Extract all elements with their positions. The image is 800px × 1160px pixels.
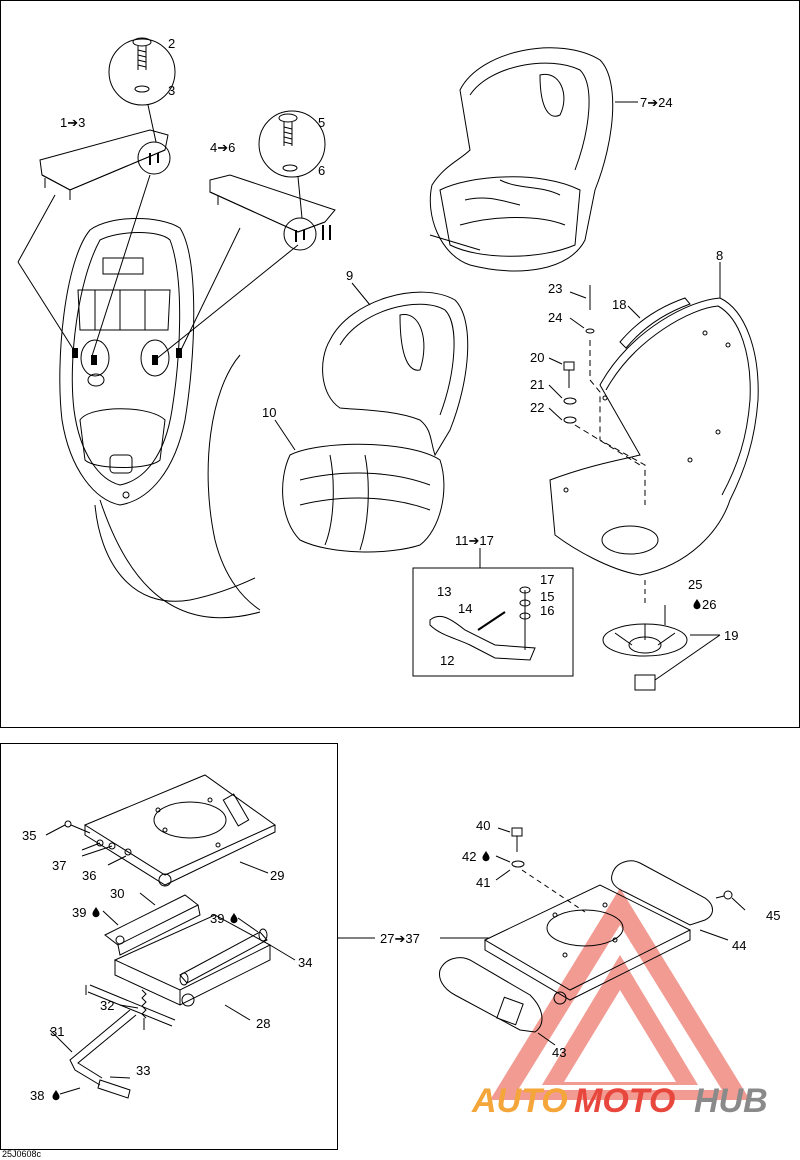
callout-37: 37 [52,858,66,873]
part-9-backrest [322,291,469,457]
callout-28: 28 [256,1016,270,1031]
callout-16: 16 [540,603,554,618]
callout-29: 29 [270,868,284,883]
oil-drop-icon [230,913,238,924]
callout-13: 13 [437,584,451,599]
watermark-logo [490,888,750,1100]
callout-8: 8 [716,248,723,263]
callout-24: 24 [548,310,562,325]
inset-box-11-17 [412,548,574,677]
callout-23: 23 [548,281,562,296]
leader-19 [654,634,721,681]
leader-18 [627,305,641,319]
callout-20: 20 [530,350,544,365]
hull-drawing [59,218,261,619]
leader-9 [351,282,371,306]
bottom-diagram-panel [0,743,338,1150]
part-44-side-cover [611,860,713,926]
callout-5: 5 [318,115,325,130]
callout-39-right: 39 [210,911,224,926]
callout-3: 3 [168,83,175,98]
callout-18: 18 [612,297,626,312]
callout-9: 9 [346,268,353,283]
callout-15: 15 [540,589,554,604]
part-19-swivel-base [602,580,688,691]
callout-21: 21 [530,377,544,392]
fasteners-40-42 [511,827,733,913]
callout-33: 33 [136,1063,150,1078]
callout-25: 25 [688,577,702,592]
part-43-side-cover [439,957,543,1033]
hull-leader-lines [17,174,299,361]
oil-drop-icon [92,907,100,918]
callout-17: 17 [540,572,554,587]
callout-40: 40 [476,818,490,833]
callout-35: 35 [22,828,36,843]
part-10-cushion [282,443,445,553]
part-7-seat [429,47,614,272]
oil-drop-icon [693,599,701,610]
callout-2: 2 [168,36,175,51]
callout-6: 6 [318,163,325,178]
leader-10 [274,419,296,451]
part-1-seat-pad [39,37,176,200]
callout-45: 45 [766,908,780,923]
part-30-rail [104,894,201,956]
callout-10: 10 [262,405,276,420]
callout-44: 44 [732,938,746,953]
bottom-right-leaders [338,827,746,1046]
part-34-tube [179,928,268,986]
callout-34: 34 [298,955,312,970]
watermark-hub: HUB [694,1082,768,1120]
watermark-text: AUTO MOTO HUB [471,1082,768,1120]
callout-32: 32 [100,998,114,1013]
oil-drop-icon [52,1090,60,1101]
callout-26: 26 [702,597,716,612]
callout-12: 12 [440,653,454,668]
callout-1-3: 1➔3 [60,115,85,130]
callout-41: 41 [476,875,490,890]
part-29-top-plate [83,774,276,887]
callout-43: 43 [552,1045,566,1060]
hull-mount-points [72,348,182,365]
part-27-assembly [483,884,692,1005]
part-32-spring [141,989,147,1030]
oil-drop-icon [482,851,490,862]
watermark-moto: MOTO [574,1082,675,1120]
part-31-lever [69,984,176,1099]
callout-11-17: 11➔17 [455,533,494,548]
callout-27-37: 27➔37 [380,931,420,946]
fastener-stack-20-24 [563,285,646,505]
callout-19: 19 [724,628,738,643]
callout-36: 36 [82,868,96,883]
small-fasteners-35-37 [64,820,132,856]
callout-38: 38 [30,1088,44,1103]
callout-31: 31 [50,1024,64,1039]
callout-14: 14 [458,601,472,616]
watermark-auto: AUTO [471,1082,568,1120]
callout-7-24: 7➔24 [640,95,673,110]
callout-22: 22 [530,400,544,415]
drawing-code: 25J0608c [2,1149,42,1159]
callout-42: 42 [462,849,476,864]
callout-30: 30 [110,886,124,901]
callout-39-left: 39 [72,905,86,920]
part-28-lower-frame [113,914,272,1007]
part-4-seat-pad [209,110,336,251]
callout-labels: 1➔3 2 3 4➔6 5 6 7➔24 8 9 10 11➔17 12 13 … [22,36,780,1103]
part-18-strip [619,297,691,349]
callout-4-6: 4➔6 [210,140,235,155]
fastener-leaders [548,291,587,421]
bottom-left-leaders [45,824,296,1095]
part-8-seat-frame [549,297,759,576]
